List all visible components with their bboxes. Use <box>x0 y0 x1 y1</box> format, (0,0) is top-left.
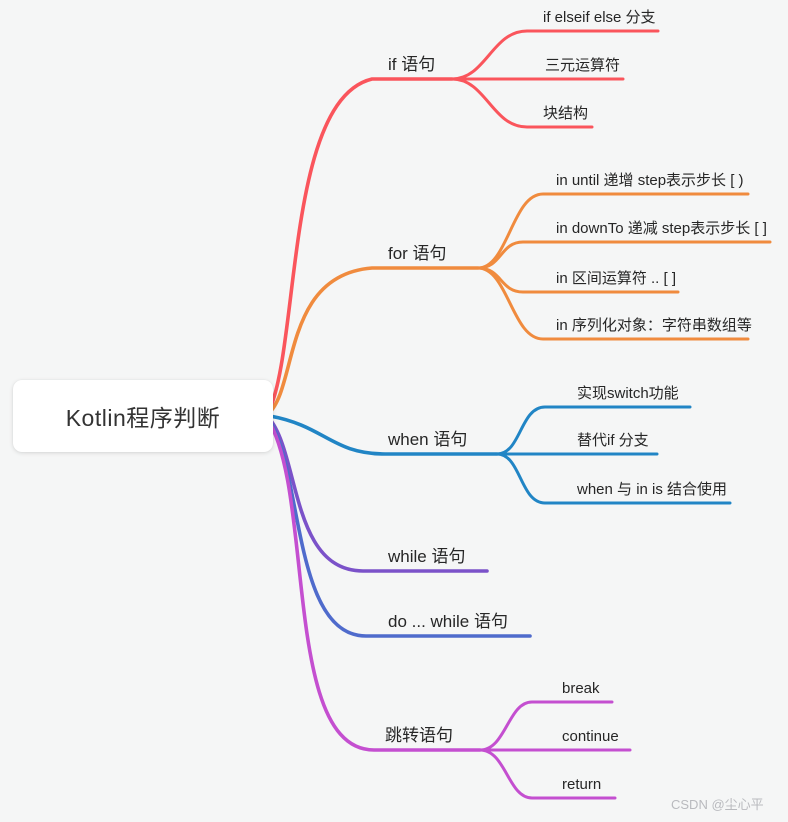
node-dowhile-statement[interactable]: do ... while 语句 <box>388 612 508 631</box>
node-replace-if[interactable]: 替代if 分支 <box>577 432 649 449</box>
node-continue[interactable]: continue <box>562 728 619 745</box>
node-return[interactable]: return <box>562 776 602 793</box>
branch-for-child-sequence <box>476 266 750 341</box>
node-if-elseif-else[interactable]: if elseif else 分支 <box>543 9 656 26</box>
node-in-range-operator[interactable]: in 区间运算符 .. [ ] <box>556 270 677 287</box>
branch-jump-curve <box>265 416 482 752</box>
node-when-statement[interactable]: when 语句 <box>388 430 468 449</box>
branch-when-curve <box>268 414 499 456</box>
branch-when-child-switch <box>495 405 692 456</box>
node-in-downto[interactable]: in downTo 递减 step表示步长 [ ] <box>556 220 767 237</box>
branch-jump-child-return <box>478 748 617 800</box>
root-node[interactable]: Kotlin程序判断 <box>13 380 273 452</box>
branch-while-curve <box>266 415 489 573</box>
node-in-serialized[interactable]: in 序列化对象：字符串数组等 <box>556 317 752 334</box>
node-for-statement[interactable]: for 语句 <box>388 244 447 263</box>
node-if-statement[interactable]: if 语句 <box>388 55 436 74</box>
branch-for-child-downto <box>476 240 772 270</box>
watermark: CSDN @尘心平 <box>671 797 764 812</box>
node-block-structure[interactable]: 块结构 <box>543 105 589 122</box>
branch-when-child-in-is <box>495 452 732 505</box>
branch-jump-child-break <box>478 700 614 752</box>
branch-if-curve <box>266 77 454 415</box>
node-in-until[interactable]: in until 递增 step表示步长 [ ) <box>556 172 744 189</box>
node-jump-statement[interactable]: 跳转语句 <box>385 726 453 745</box>
root-node-label: Kotlin程序判断 <box>65 405 221 431</box>
node-switch-function[interactable]: 实现switch功能 <box>577 385 679 402</box>
node-when-in-is[interactable]: when 与 in is 结合使用 <box>577 481 728 498</box>
node-ternary-operator[interactable]: 三元运算符 <box>545 57 621 74</box>
branch-for-curve <box>266 266 480 416</box>
node-break[interactable]: break <box>562 680 600 697</box>
branch-if-child-block <box>450 77 594 129</box>
branch-if-child-elseif <box>450 29 660 81</box>
node-while-statement[interactable]: while 语句 <box>388 547 466 566</box>
